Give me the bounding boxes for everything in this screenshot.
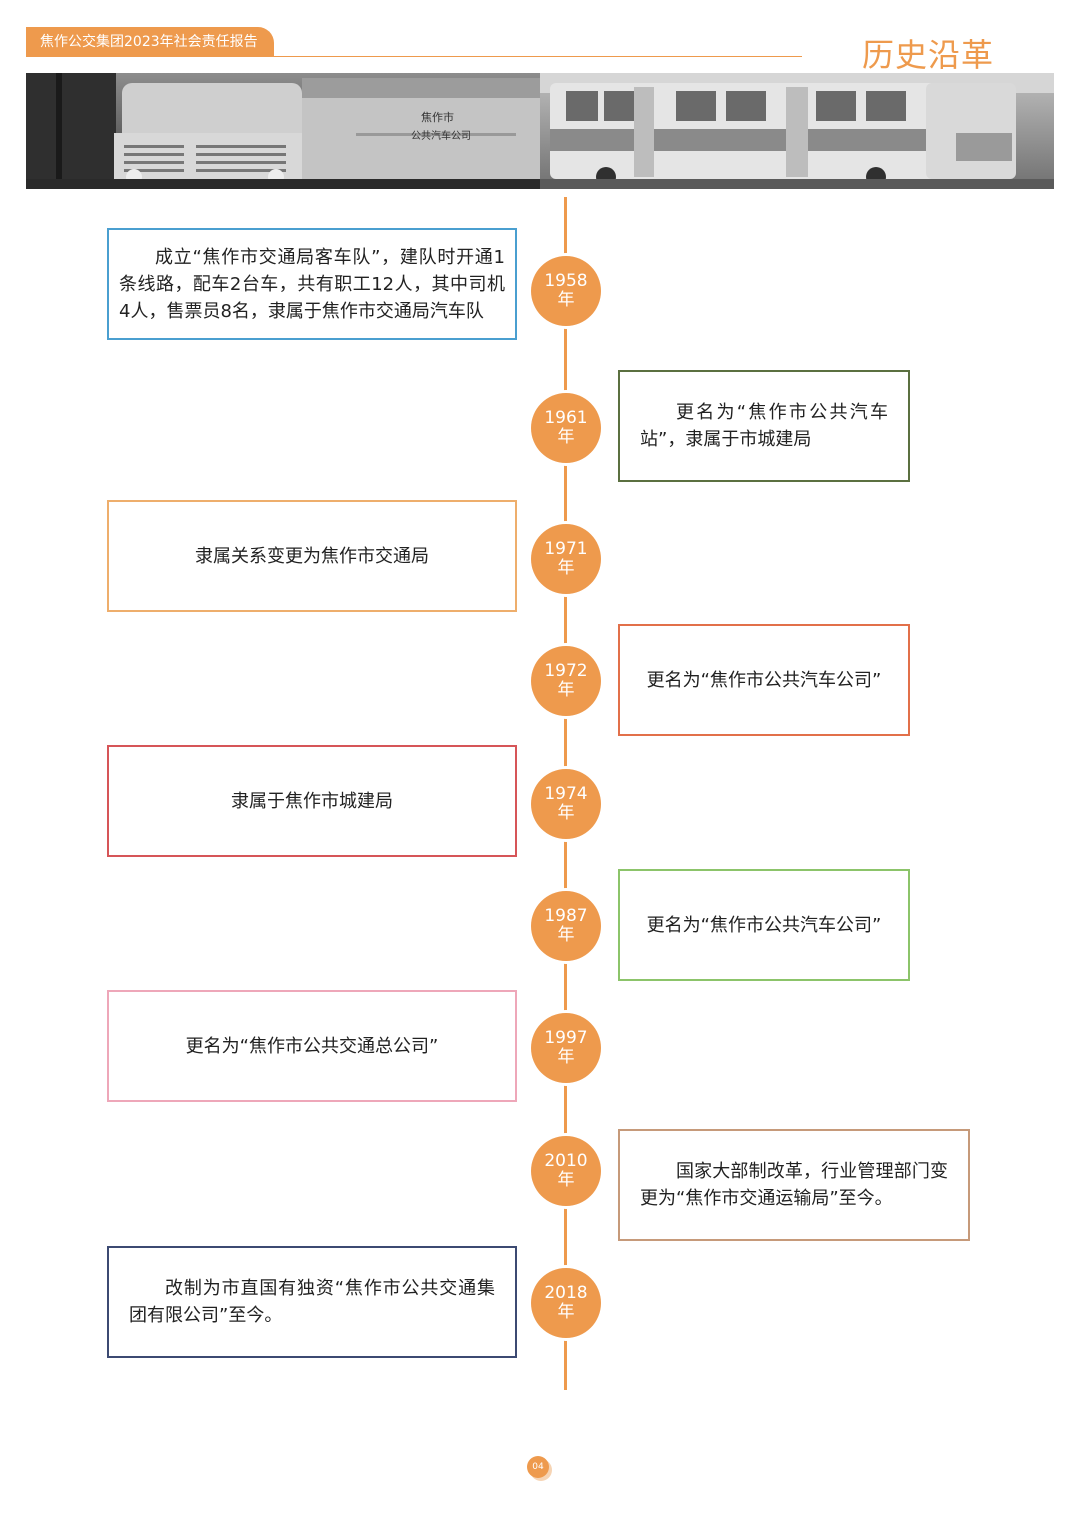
- year-unit: 年: [557, 290, 575, 310]
- year-marker: 1971 年: [531, 524, 601, 594]
- year-label: 1961: [544, 408, 588, 428]
- event-box-1971: 隶属关系变更为焦作市交通局: [107, 500, 517, 612]
- event-box-1997: 更名为“焦作市公共交通总公司”: [107, 990, 517, 1102]
- event-box-1974: 隶属于焦作市城建局: [107, 745, 517, 857]
- year-unit: 年: [557, 427, 575, 447]
- event-box-1987: 更名为“焦作市公共汽车公司”: [618, 869, 910, 981]
- event-text: 更名为“焦作市公共汽车公司”: [646, 669, 882, 691]
- year-unit: 年: [557, 803, 575, 823]
- year-marker: 1974 年: [531, 769, 601, 839]
- year-unit: 年: [557, 1302, 575, 1322]
- year-unit: 年: [557, 558, 575, 578]
- year-label: 1987: [544, 906, 588, 926]
- year-label: 2010: [544, 1151, 588, 1171]
- year-unit: 年: [557, 680, 575, 700]
- year-marker: 1997 年: [531, 1013, 601, 1083]
- historic-bus-photo-banner: 焦作市 公共汽车公司: [26, 73, 1054, 189]
- year-marker: 1961 年: [531, 393, 601, 463]
- left-photo-sign-line1: 焦作市: [421, 110, 454, 124]
- header-divider: [274, 56, 802, 57]
- event-text: 国家大部制改革，行业管理部门变更为“焦作市交通运输局”至今。: [640, 1161, 948, 1209]
- event-box-1972: 更名为“焦作市公共汽车公司”: [618, 624, 910, 736]
- year-marker: 1972 年: [531, 646, 601, 716]
- year-marker: 2010 年: [531, 1136, 601, 1206]
- year-label: 1972: [544, 661, 588, 681]
- event-box-1961: 更名为“焦作市公共汽车站”，隶属于市城建局: [618, 370, 910, 482]
- year-label: 1974: [544, 784, 588, 804]
- year-unit: 年: [557, 1170, 575, 1190]
- year-label: 1958: [544, 271, 588, 291]
- year-marker: 2018 年: [531, 1268, 601, 1338]
- event-text: 成立“焦作市交通局客车队”，建队时开通1条线路，配车2台车，共有职工12人，其中…: [119, 246, 505, 322]
- year-label: 1997: [544, 1028, 588, 1048]
- event-text: 改制为市直国有独资“焦作市公共交通集团有限公司”至今。: [129, 1278, 495, 1326]
- page-number: 04: [527, 1456, 549, 1478]
- event-box-2010: 国家大部制改革，行业管理部门变更为“焦作市交通运输局”至今。: [618, 1129, 970, 1241]
- historic-bus-photos: 焦作市 公共汽车公司: [26, 73, 1054, 189]
- page-title: 历史沿革: [861, 36, 994, 74]
- year-marker: 1987 年: [531, 891, 601, 961]
- event-text: 更名为“焦作市公共交通总公司”: [185, 1035, 439, 1057]
- left-photo-sign-line2: 公共汽车公司: [411, 129, 471, 142]
- left-bus-photo: 焦作市 公共汽车公司: [26, 73, 540, 189]
- year-unit: 年: [557, 1047, 575, 1067]
- event-text: 更名为“焦作市公共汽车站”，隶属于市城建局: [640, 402, 888, 450]
- event-text: 隶属于焦作市城建局: [231, 790, 393, 812]
- year-label: 2018: [544, 1283, 588, 1303]
- year-label: 1971: [544, 539, 588, 559]
- right-bus-photo: [540, 73, 1054, 189]
- event-box-1958: 成立“焦作市交通局客车队”，建队时开通1条线路，配车2台车，共有职工12人，其中…: [107, 228, 517, 340]
- event-box-2018: 改制为市直国有独资“焦作市公共交通集团有限公司”至今。: [107, 1246, 517, 1358]
- report-name-tag: 焦作公交集团2023年社会责任报告: [26, 27, 274, 57]
- year-unit: 年: [557, 925, 575, 945]
- event-text: 更名为“焦作市公共汽车公司”: [646, 914, 882, 936]
- year-marker: 1958 年: [531, 256, 601, 326]
- event-text: 隶属关系变更为焦作市交通局: [195, 545, 429, 567]
